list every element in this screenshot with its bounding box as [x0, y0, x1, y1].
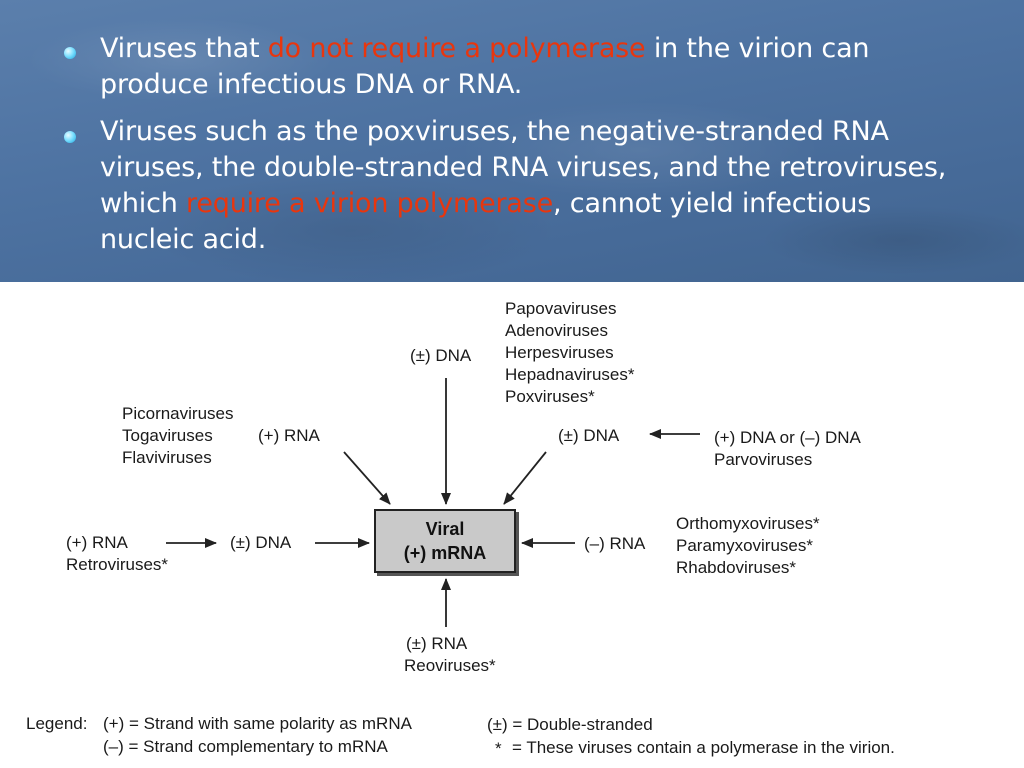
upper-left-genome-label: (+) RNA	[258, 426, 320, 445]
retro-genome-label: (+) RNA	[66, 533, 128, 552]
legend-star: = These viruses contain a polymerase in …	[512, 738, 895, 757]
legend-star-symbol: *	[495, 739, 502, 758]
right-genome-label: (–) RNA	[584, 534, 646, 553]
virus-name: Reoviruses*	[404, 656, 496, 675]
upper-right-genome-label: (±) DNA	[558, 426, 620, 445]
bullet-1: Viruses that do not require a polymerase…	[100, 31, 960, 103]
virus-name: Hepadnaviruses*	[505, 365, 635, 384]
parvo-genome-label: (+) DNA or (–) DNA	[714, 428, 861, 447]
top-genome-label: (±) DNA	[410, 346, 472, 365]
virus-name: Papovaviruses	[505, 299, 617, 318]
box-line-1: Viral	[425, 519, 465, 539]
bullet-1-text-b: in the virion can produce infectious DNA…	[100, 33, 870, 100]
replication-diagram: Papovaviruses Adenoviruses Herpesviruses…	[0, 282, 1024, 768]
legend-minus: (–) = Strand complementary to mRNA	[103, 737, 388, 756]
virus-name: Rhabdoviruses*	[676, 558, 797, 577]
virus-name: Picornaviruses	[122, 404, 234, 423]
bullet-2-text-b: , cannot yield infectious nucleic acid.	[100, 188, 872, 255]
right-virus-list: Orthomyxoviruses* Paramyxoviruses* Rhabd…	[676, 513, 820, 579]
virus-name: Togaviruses	[122, 426, 213, 445]
top-virus-list: Papovaviruses Adenoviruses Herpesviruses…	[505, 298, 634, 408]
bullet-2: Viruses such as the poxviruses, the nega…	[100, 114, 960, 258]
text-panel: Viruses that do not require a polymerase…	[0, 0, 1024, 282]
bullet-dot-icon	[64, 131, 76, 143]
virus-name: Paramyxoviruses*	[676, 536, 813, 555]
virus-name: Adenoviruses	[505, 321, 609, 340]
bullet-2-highlight: require a virion polymerase	[186, 188, 554, 219]
bullet-1-highlight: do not require a polymerase	[267, 33, 646, 64]
virus-name: Orthomyxoviruses*	[676, 514, 820, 533]
left-genome-label: (±) DNA	[230, 533, 292, 552]
virus-name: Herpesviruses	[505, 343, 614, 362]
upper-left-virus-list: Picornaviruses Togaviruses Flaviviruses	[122, 403, 234, 469]
virus-name: Poxviruses*	[505, 387, 595, 406]
bullet-1-text-a: Viruses that	[100, 33, 268, 64]
bottom-genome-label: (±) RNA	[406, 634, 468, 653]
legend-title: Legend:	[26, 714, 88, 733]
legend-double: (±) = Double-stranded	[487, 715, 653, 734]
bullet-dot-icon	[64, 47, 76, 59]
box-line-2: (+) mRNA	[403, 543, 487, 563]
arrow-upper-right	[503, 451, 547, 505]
virus-name: Flaviviruses	[122, 448, 212, 467]
legend-plus: (+) = Strand with same polarity as mRNA	[103, 714, 412, 733]
virus-name: Parvoviruses	[714, 450, 813, 469]
viral-mrna-box: Viral (+) mRNA	[374, 509, 516, 573]
diagram-arrows	[166, 378, 700, 627]
bullet-2-text-a: Viruses such as the poxviruses, the nega…	[100, 116, 947, 219]
arrow-upper-left	[343, 451, 391, 505]
virus-name: Retroviruses*	[66, 555, 169, 574]
